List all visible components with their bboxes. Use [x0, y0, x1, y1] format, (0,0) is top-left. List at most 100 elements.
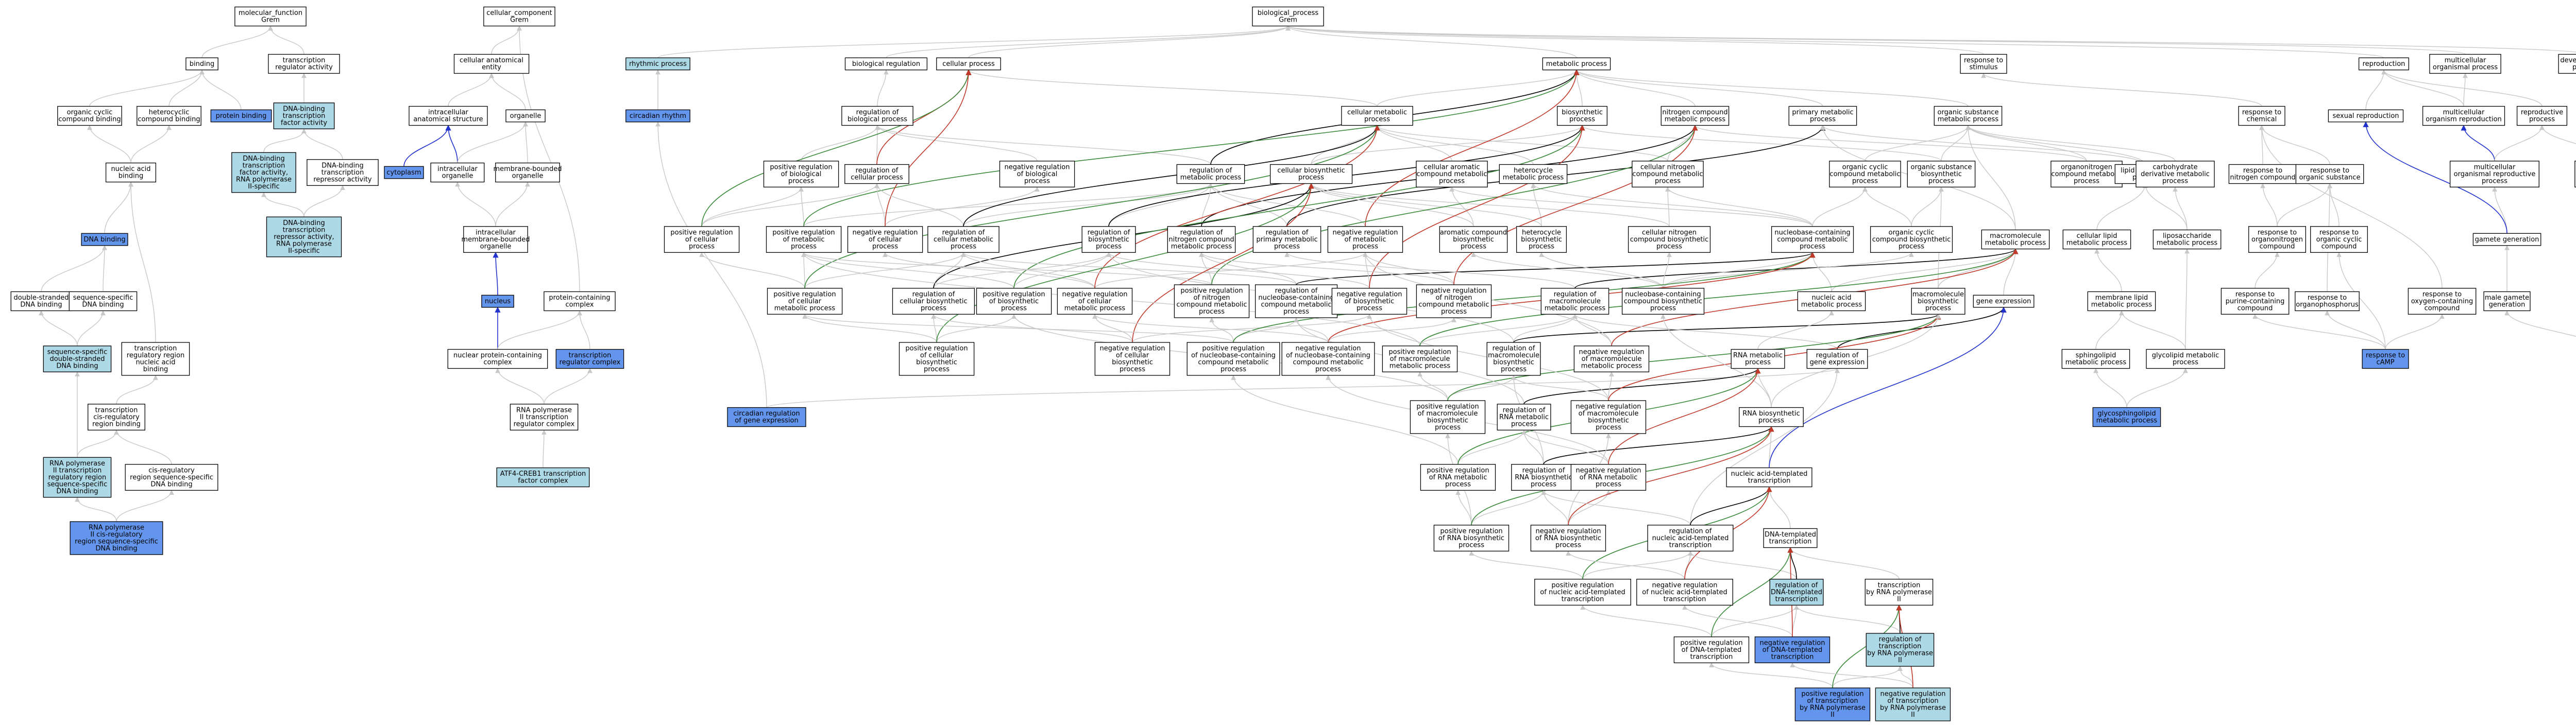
go-term-label: protein binding: [216, 112, 267, 120]
go-term-label-line: process: [2173, 359, 2198, 367]
go-term-label-line: of cellular: [869, 236, 902, 244]
go-term-label-line: Grem: [510, 16, 529, 24]
go-term-label-line: transcription: [1562, 595, 1604, 603]
go-term-label-line: regulation of: [856, 167, 899, 175]
is-a-edge: [116, 375, 158, 404]
is-a-edge: [1531, 183, 1813, 227]
go-term-box: [1499, 164, 1568, 184]
go-term-box: [105, 162, 157, 183]
go-term-label-line: Grem: [1279, 16, 1297, 24]
go-term-label-line: positive regulation: [982, 290, 1045, 298]
go-term-box: [1416, 284, 1492, 318]
is-a-edge: [2381, 69, 2464, 107]
go-term-label-line: DNA binding: [82, 301, 124, 309]
go-term-label-line: by RNA polymerase: [1867, 650, 1933, 658]
go-term-label-line: response to: [2258, 229, 2297, 236]
go-term-label-line: of nucleic acid-templated: [1540, 589, 1625, 596]
go-term-label-line: biosynthetic: [1427, 417, 1468, 425]
is-a-edge: [1663, 252, 1815, 289]
is-a-edge: [1132, 183, 1314, 343]
go-term-box: [2310, 226, 2368, 253]
go-term-box: [1731, 349, 1785, 369]
is-a-edge: [1541, 490, 1569, 525]
go-term-box: [1628, 226, 1711, 253]
go-term-label-line: organelle: [442, 172, 473, 180]
go-term-label-line: of gene expression: [735, 417, 798, 425]
go-term-box: [2328, 109, 2404, 123]
go-term-node: binding: [185, 57, 218, 71]
is-a-edge: [2173, 186, 2188, 230]
go-term-label-line: compound: [2321, 243, 2357, 250]
go-term-label-line: process: [1096, 243, 1122, 250]
go-term-box: [1530, 525, 1606, 551]
go-term-box: [409, 106, 488, 126]
go-term-label-line: process: [1439, 177, 1465, 185]
is-a-edge: [1369, 125, 1585, 288]
go-term-label-line: sequence-specific: [47, 480, 107, 488]
go-term-label-line: macromolecule: [1990, 232, 2041, 240]
go-term-label-line: macromolecule: [1488, 352, 1539, 359]
go-term-box: [727, 407, 806, 427]
go-term-label-line: positive regulation: [1416, 403, 1479, 411]
is-a-edge: [1284, 252, 1575, 289]
go-term-box: [2153, 229, 2222, 250]
go-term-label-line: compound: [2238, 304, 2273, 312]
is-a-edge: [1453, 125, 1698, 285]
go-term-label-line: process: [872, 243, 898, 250]
go-term-label-line: DNA binding: [95, 545, 137, 553]
is-a-edge: [1832, 605, 1902, 688]
go-term-label-line: complex: [565, 301, 594, 309]
go-term-label-line: process: [924, 366, 950, 373]
go-term-label-line: process: [1650, 304, 1676, 312]
go-term-label-line: compound biosynthetic: [1630, 236, 1709, 244]
go-term-label-line: II cis-regulatory: [90, 531, 143, 539]
go-term-label-line: compound metabolic: [1416, 170, 1487, 178]
is-a-edge: [875, 125, 1211, 165]
go-term-box: [2248, 226, 2306, 253]
is-a-edge: [457, 121, 528, 163]
go-term-label-line: biosynthetic: [1918, 298, 1959, 305]
go-term-label-line: process: [1120, 366, 1145, 373]
is-a-edge: [128, 181, 156, 343]
go-term-label-line: compound metabolic: [1829, 170, 1900, 178]
go-term-label-line: process: [1274, 243, 1300, 250]
go-term-label-line: process: [791, 243, 817, 250]
is-a-edge: [2252, 314, 2386, 350]
go-term-label-line: metabolic process: [1389, 362, 1451, 370]
go-term-label-line: RNA polymerase: [516, 406, 572, 414]
go-term-box: [847, 226, 923, 253]
go-term-label-line: process: [1298, 174, 1324, 182]
is-a-edge: [2126, 368, 2188, 408]
is-a-edge: [1755, 368, 1772, 408]
is-a-edge: [2255, 252, 2280, 288]
is-a-edge: [1469, 550, 1583, 579]
go-term-label-line: DNA binding: [150, 480, 192, 488]
go-term-box: [1769, 579, 1824, 606]
go-term-label-line: process: [1529, 243, 1554, 250]
